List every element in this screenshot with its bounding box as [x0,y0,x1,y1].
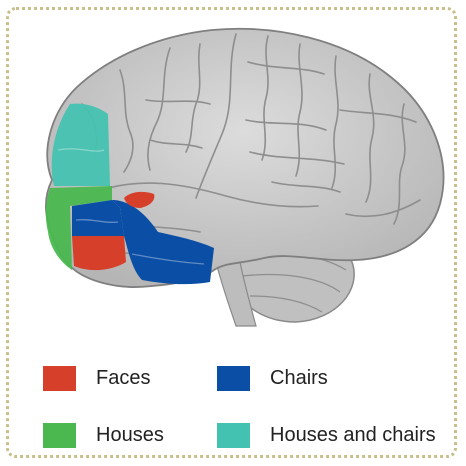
legend-item-houses-and-chairs: Houses and chairs [217,423,436,448]
legend-item-houses: Houses [43,423,164,448]
legend-swatch-faces [43,366,76,391]
region-chairs-occipital [72,200,124,236]
brain-illustration [0,0,466,340]
legend-swatch-chairs [217,366,250,391]
legend-item-chairs: Chairs [217,366,328,391]
legend-swatch-houses-and-chairs [217,423,250,448]
legend-item-faces: Faces [43,366,150,391]
region-faces-occipital [72,236,126,270]
legend-label-chairs: Chairs [270,367,328,390]
legend-label-houses-and-chairs: Houses and chairs [270,424,436,447]
legend-label-houses: Houses [96,424,164,447]
legend-label-faces: Faces [96,367,150,390]
legend-swatch-houses [43,423,76,448]
